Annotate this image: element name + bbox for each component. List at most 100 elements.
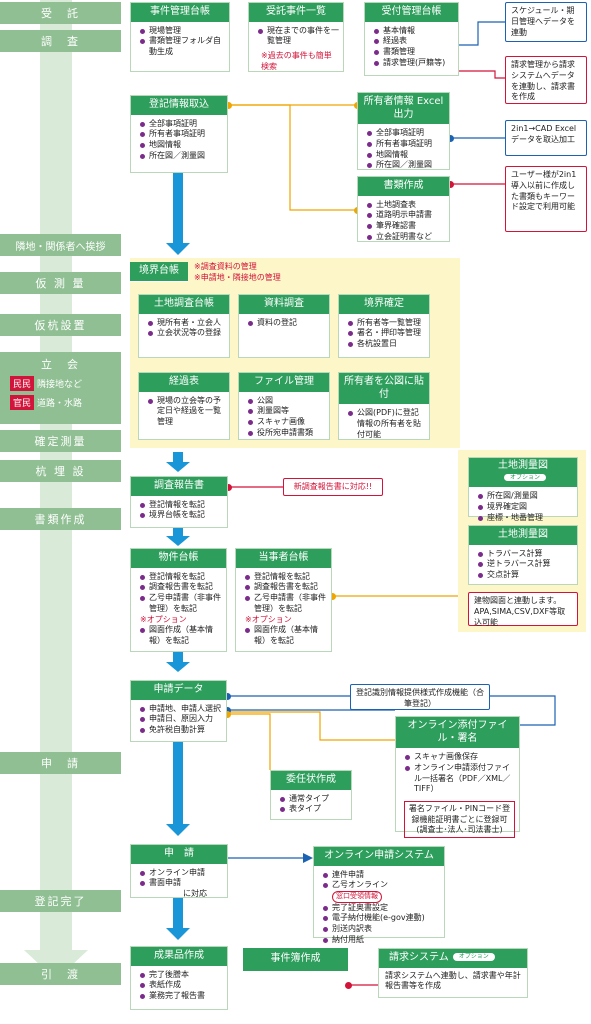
jiken-kanri-box[interactable]: 事件管理台帳 現場管理 書類管理フォルダ自動生成	[130, 2, 230, 72]
list-item: 所在図／測量図	[140, 151, 223, 162]
kyokai-daicho-box[interactable]: 境界台帳	[130, 262, 188, 282]
kanmin-text: 道路・水路	[37, 399, 83, 409]
shinsei-box[interactable]: 申 請 オンライン申請 書面申請 に対応	[130, 844, 228, 898]
dot	[447, 135, 454, 142]
box-title: 書類作成	[358, 177, 449, 196]
shiryo-chosa-box[interactable]: 資料調査 資料の登記	[238, 294, 330, 358]
box-title: 物件台帳	[131, 549, 226, 568]
list-item: スキャナ画像保存	[405, 752, 515, 763]
tochi-sokuryozu-1-box[interactable]: 土地測量図オプション 所在図/測量図 境界確定図 座標・地番管理	[468, 457, 578, 522]
box-title: ファイル管理	[239, 373, 329, 392]
jikenbo-box[interactable]: 事件簿作成	[243, 948, 348, 972]
list-item: 立会状況等の登録	[148, 328, 225, 339]
kyokai-kakutei-box[interactable]: 境界確定 所有者等一覧管理 署名・押印等管理 各杭設置日	[338, 294, 430, 358]
list-item: 全部事項証明	[367, 128, 445, 139]
list-item: 交点計算	[478, 570, 573, 581]
flow-arrow	[173, 898, 183, 928]
box-title: オンライン申請システム	[314, 847, 444, 866]
tochi-chosa-box[interactable]: 土地調査台帳 現所有者・立会人 立会状況等の登録	[138, 294, 230, 358]
box-list: オンライン申請 書面申請	[131, 864, 227, 894]
box-title: 成果品作成	[131, 947, 227, 966]
pin-callout: 署名ファイル・PINコード登録機能証明書ごとに登録可(調査士･法人･司法書士)	[404, 801, 515, 839]
stage-shorui: 書類作成	[0, 508, 121, 530]
list-item: 所有者事項証明	[140, 129, 223, 140]
kyokai-note-1: ※調査資料の管理	[194, 262, 257, 271]
box-list: 基本情報 経過表 書類管理 請求管理(戸籍等)	[365, 22, 458, 73]
list-item: 現場管理	[140, 26, 225, 37]
tachiai-minmin: 民民隣接地など	[10, 376, 121, 391]
shinsei-tail: に対応	[183, 889, 207, 899]
chosa-hokoku-box[interactable]: 調査報告書 登記情報を転記 境界台帳を転記	[130, 476, 228, 528]
stage-kui-maisetsu: 杭 埋 設	[0, 460, 121, 482]
list-item: 乙号申請書（非事件管理）を転記	[140, 593, 222, 615]
box-list: 土地調査表 道路明示申請書 筆界確認書 立会証明書など	[358, 196, 449, 247]
box-title: 資料調査	[239, 295, 329, 314]
list-item: 別送内訳表	[323, 924, 440, 935]
list-item: 公図	[248, 396, 325, 407]
bukken-daicho-box[interactable]: 物件台帳 登記情報を転記 調査報告書を転記 乙号申請書（非事件管理）を転記 ※オ…	[130, 548, 227, 652]
tochi-sokuryozu-2-box[interactable]: 土地測量図 トラバース計算 逆トラバース計算 交点計算	[468, 525, 578, 585]
tojisha-daicho-box[interactable]: 当事者台帳 登記情報を転記 調査報告書を転記 乙号申請書（非事件管理）を転記 ※…	[235, 548, 332, 652]
list-item: 所在図／測量図	[367, 160, 445, 171]
box-title: 申 請	[131, 845, 227, 864]
jutaku-ichiran-box[interactable]: 受託事件一覧 現在までの事件を一覧管理 ※過去の事件も簡単検索	[248, 2, 344, 72]
box-list: 現在までの事件を一覧管理	[249, 22, 343, 52]
list-item: 完了証奥書設定	[323, 903, 440, 914]
touki-torikomi-box[interactable]: 登記情報取込 全部事項証明 所有者事項証明 地図情報 所在図／測量図	[130, 95, 228, 173]
shinsei-data-box[interactable]: 申請データ 申請地、申請人選択 申請日、原因入力 免許税自動計算	[130, 680, 227, 742]
box-title: 調査報告書	[131, 477, 227, 496]
online-tenpu-box[interactable]: オンライン添付ファイル・署名 スキャナ画像保存 オンライン申請添付ファイル一括署…	[395, 716, 520, 839]
tatemono-callout: 建物図面と連動します。APA,SIMA,CSV,DXF等取込可能	[468, 592, 578, 627]
keika-hyo-box[interactable]: 経過表 現場の立会等の予定日や経過を一覧管理	[138, 372, 230, 440]
flow-arrow-head	[166, 536, 190, 546]
shorui-sakusei-box[interactable]: 書類作成 土地調査表 道路明示申請書 筆界確認書 立会証明書など	[357, 176, 450, 242]
seika-sakusei-box[interactable]: 成果品作成 完了後謄本 表紙作成 業務完了報告書	[130, 946, 228, 1010]
list-item: 乙号オンライン 窓口受領情報	[323, 880, 440, 903]
box-list: スキャナ画像保存 オンライン申請添付ファイル一括署名（PDF／XML／TIFF）	[396, 748, 519, 799]
box-title: 登記情報取込	[131, 96, 227, 115]
list-item: 測量図等	[248, 406, 325, 417]
box-title: 請求システムオプション	[379, 949, 527, 968]
box-title-text: 土地測量図	[498, 460, 548, 471]
shoyusha-koukai-box[interactable]: 所有者を公図に貼付 公図(PDF)に登記情報の所有者を貼付可能	[338, 372, 430, 440]
list-item: 全部事項証明	[140, 119, 223, 130]
list-item: 境界確定図	[478, 502, 573, 513]
list-item: 境界台帳を転記	[140, 510, 223, 521]
box-title: 境界確定	[339, 295, 429, 314]
list-item: トラバース計算	[478, 549, 573, 560]
list-item: 書類管理	[374, 47, 454, 58]
dot	[224, 711, 231, 718]
list-item: 逆トラバース計算	[478, 559, 573, 570]
list-item: 各杭設置日	[348, 339, 425, 350]
shoyusha-excel-box[interactable]: 所有者情報 Excel出力 全部事項証明 所有者事項証明 地図情報 所在図／測量…	[357, 92, 450, 170]
box-list: 全部事項証明 所有者事項証明 地図情報 所在図／測量図	[131, 115, 227, 166]
flow-arrow-head	[166, 824, 190, 836]
list-item: 電子納付機能(e-gov連動)	[323, 913, 440, 924]
list-item: 公図(PDF)に登記情報の所有者を貼付可能	[348, 408, 425, 440]
list-item: 乙号申請書（非事件管理）を転記	[245, 593, 327, 615]
uketsuke-kanri-box[interactable]: 受付管理台帳 基本情報 経過表 書類管理 請求管理(戸籍等)	[364, 2, 459, 76]
box-list: 登記情報を転記 境界台帳を転記	[131, 496, 227, 526]
dot	[224, 693, 231, 700]
ininjo-box[interactable]: 委任状作成 通常タイプ 表タイプ	[270, 770, 352, 820]
list-item: 地図情報	[140, 140, 223, 151]
box-title: 事件簿作成	[243, 948, 348, 971]
list-item: 図面作成（基本情報）を転記	[140, 625, 222, 647]
online-system-box[interactable]: オンライン申請システム 連件申請 乙号オンライン 窓口受領情報 完了証奥書設定 …	[313, 846, 445, 944]
flow-arrow	[173, 528, 183, 536]
file-kanri-box[interactable]: ファイル管理 公図 測量図等 スキャナ画像 役所宛申請書類	[238, 372, 330, 440]
list-item: 申請日、原因入力	[140, 714, 222, 725]
list-item: 地図情報	[367, 150, 445, 161]
list-item: 経過表	[374, 36, 454, 47]
list-item: 調査報告書を転記	[140, 582, 222, 593]
list-item: 表紙作成	[140, 980, 223, 991]
list-item: 所有者等一覧管理	[348, 318, 425, 329]
stage-jutaku: 受 託	[0, 2, 121, 24]
list-item: 基本情報	[374, 26, 454, 37]
flow-arrow-head	[166, 928, 190, 940]
seikyu-system-box[interactable]: 請求システムオプション 請求システムへ連動し、請求書や年計報告書等を作成	[378, 948, 528, 998]
seikyu-system-text: 請求システムへ連動し、請求書や年計報告書等を作成	[385, 970, 521, 991]
list-item: オンライン申請	[140, 868, 223, 879]
list-item: 署名・押印等管理	[348, 328, 425, 339]
